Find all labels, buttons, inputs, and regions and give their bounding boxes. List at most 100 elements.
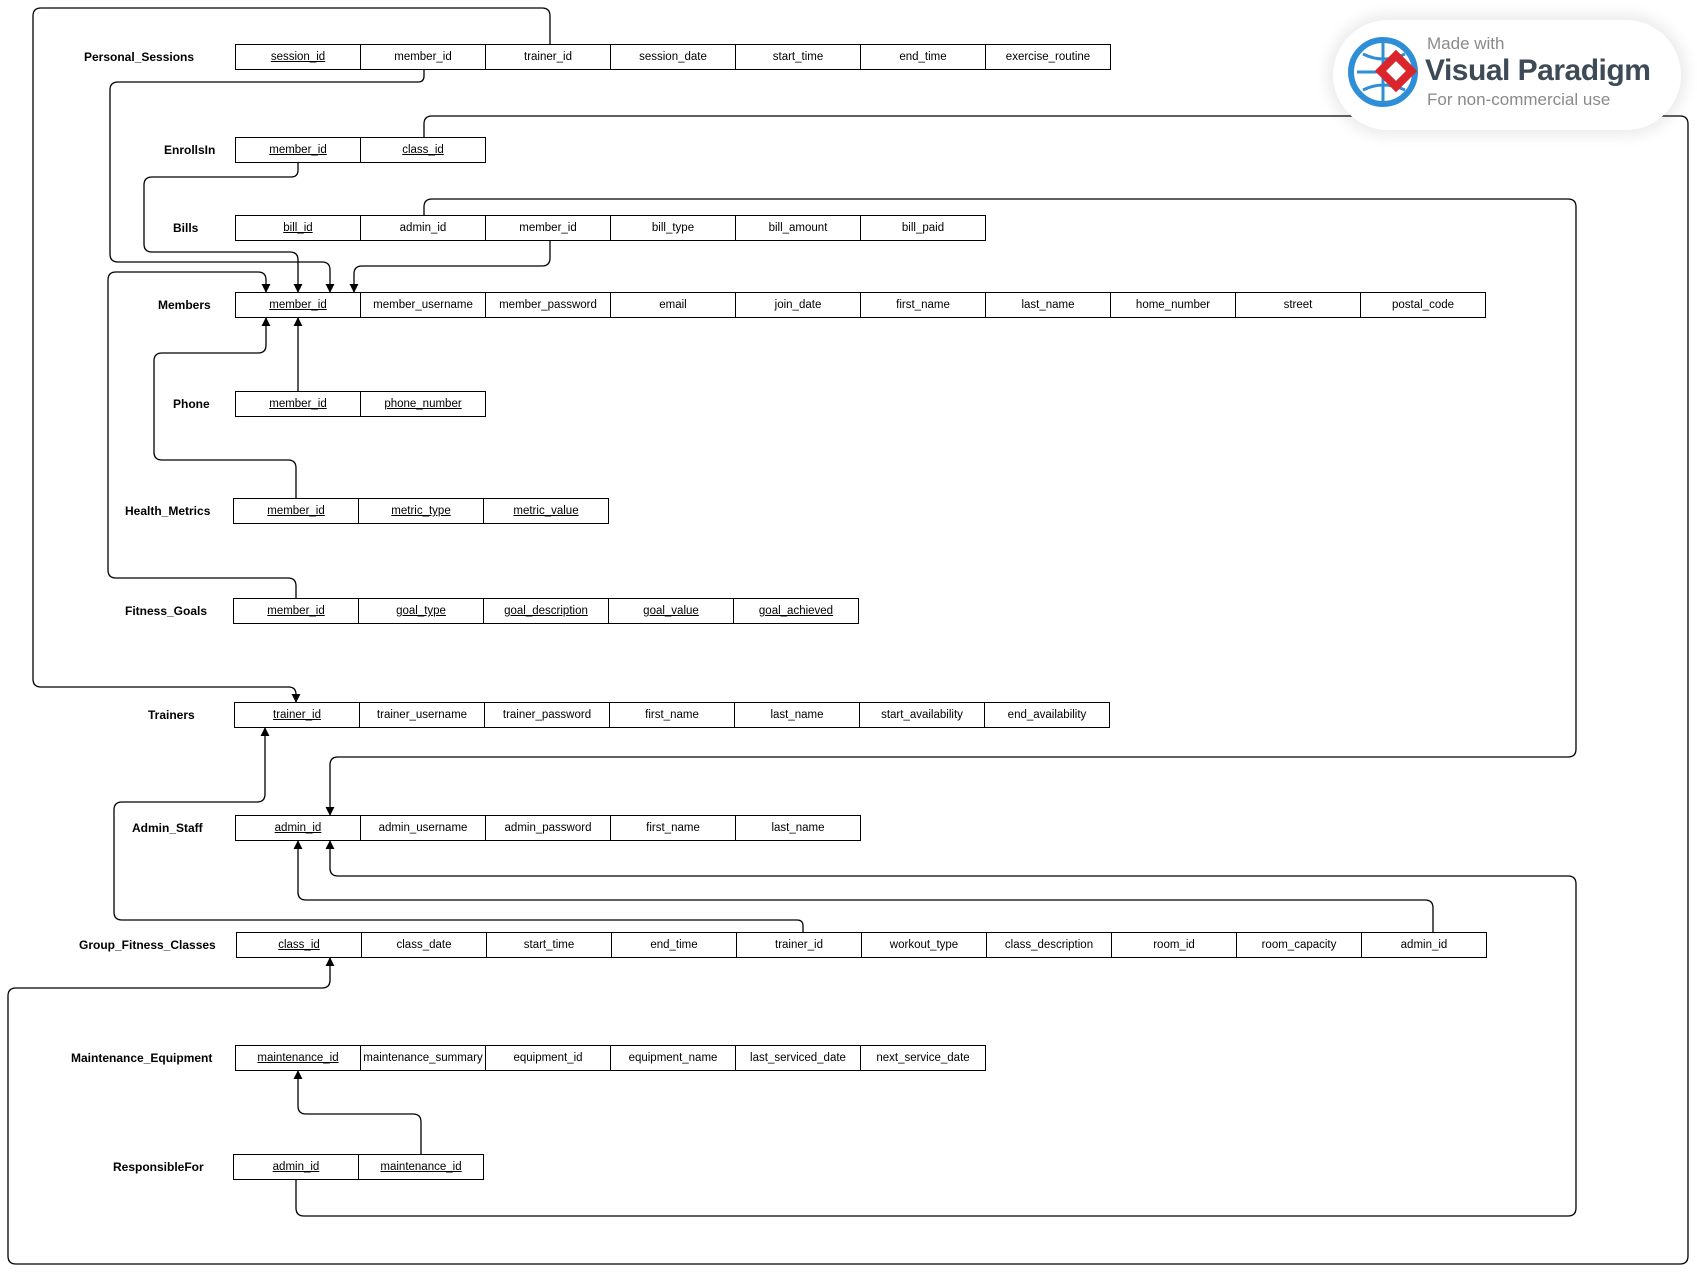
column-bills-bill-id: bill_id	[235, 215, 361, 241]
watermark-made-with: Made with	[1427, 34, 1505, 53]
column-group-fitness-classes-class-date: class_date	[361, 932, 487, 958]
column-members-home-number: home_number	[1110, 292, 1236, 318]
visual-paradigm-watermark: Made with Visual Paradigm For non-commer…	[1333, 20, 1681, 130]
column-trainers-end-availability: end_availability	[984, 702, 1110, 728]
column-trainers-start-availability: start_availability	[859, 702, 985, 728]
column-personal-sessions-end-time: end_time	[860, 44, 986, 70]
column-health-metrics-member-id: member_id	[233, 498, 359, 524]
column-fitness-goals-goal-type: goal_type	[358, 598, 484, 624]
column-group-fitness-classes-workout-type: workout_type	[861, 932, 987, 958]
column-maintenance-equipment-next-service-date: next_service_date	[860, 1045, 986, 1071]
table-label-fitness-goals: Fitness_Goals	[125, 604, 208, 618]
column-maintenance-equipment-maintenance-summary: maintenance_summary	[360, 1045, 486, 1071]
visual-paradigm-logo-icon	[1348, 37, 1418, 107]
line-sessions-member	[109, 70, 425, 293]
table-label-maintenance-equipment: Maintenance_Equipment	[71, 1051, 213, 1065]
table-label-health-metrics: Health_Metrics	[125, 504, 211, 518]
column-maintenance-equipment-maintenance-id: maintenance_id	[235, 1045, 361, 1071]
column-enrollsin-member-id: member_id	[235, 137, 361, 163]
column-group-fitness-classes-class-id: class_id	[236, 932, 362, 958]
column-trainers-trainer-username: trainer_username	[359, 702, 485, 728]
line-health-member	[153, 317, 297, 498]
column-bills-member-id: member_id	[485, 215, 611, 241]
column-trainers-first-name: first_name	[609, 702, 735, 728]
column-admin-staff-first-name: first_name	[610, 815, 736, 841]
line-class-trainer	[113, 727, 804, 932]
column-group-fitness-classes-class-description: class_description	[986, 932, 1112, 958]
column-members-member-id: member_id	[235, 292, 361, 318]
column-group-fitness-classes-admin-id: admin_id	[1361, 932, 1487, 958]
column-group-fitness-classes-end-time: end_time	[611, 932, 737, 958]
column-personal-sessions-exercise-routine: exercise_routine	[985, 44, 1111, 70]
table-label-responsiblefor: ResponsibleFor	[113, 1160, 204, 1174]
column-admin-staff-admin-username: admin_username	[360, 815, 486, 841]
column-enrollsin-class-id: class_id	[360, 137, 486, 163]
line-class-admin	[293, 840, 1434, 932]
watermark-note: For non-commercial use	[1427, 90, 1611, 109]
line-bills-admin	[325, 198, 1577, 816]
column-admin-staff-admin-password: admin_password	[485, 815, 611, 841]
column-bills-bill-type: bill_type	[610, 215, 736, 241]
line-enrolls-member	[143, 163, 303, 293]
column-health-metrics-metric-value: metric_value	[483, 498, 609, 524]
column-personal-sessions-start-time: start_time	[735, 44, 861, 70]
line-bills-member	[349, 241, 551, 293]
column-bills-bill-amount: bill_amount	[735, 215, 861, 241]
column-group-fitness-classes-start-time: start_time	[486, 932, 612, 958]
line-responsible-admin	[295, 840, 1577, 1217]
column-maintenance-equipment-equipment-name: equipment_name	[610, 1045, 736, 1071]
column-fitness-goals-goal-value: goal_value	[608, 598, 734, 624]
column-phone-phone-number: phone_number	[360, 391, 486, 417]
table-label-members: Members	[158, 298, 211, 312]
column-personal-sessions-session-date: session_date	[610, 44, 736, 70]
column-admin-staff-last-name: last_name	[735, 815, 861, 841]
column-personal-sessions-member-id: member_id	[360, 44, 486, 70]
watermark-brand: Visual Paradigm	[1425, 54, 1651, 87]
column-phone-member-id: member_id	[235, 391, 361, 417]
table-label-phone: Phone	[173, 397, 210, 411]
column-maintenance-equipment-last-serviced-date: last_serviced_date	[735, 1045, 861, 1071]
line-responsible-maintenance	[293, 1070, 422, 1154]
table-label-bills: Bills	[173, 221, 199, 235]
column-members-first-name: first_name	[860, 292, 986, 318]
table-label-enrollsin: EnrollsIn	[164, 143, 216, 157]
column-trainers-last-name: last_name	[734, 702, 860, 728]
line-sessions-trainer	[32, 7, 551, 703]
column-personal-sessions-trainer-id: trainer_id	[485, 44, 611, 70]
column-members-email: email	[610, 292, 736, 318]
column-responsiblefor-admin-id: admin_id	[233, 1154, 359, 1180]
column-responsiblefor-maintenance-id: maintenance_id	[358, 1154, 484, 1180]
table-label-admin-staff: Admin_Staff	[132, 821, 203, 835]
column-fitness-goals-member-id: member_id	[233, 598, 359, 624]
column-health-metrics-metric-type: metric_type	[358, 498, 484, 524]
table-label-trainers: Trainers	[148, 708, 195, 722]
line-enrolls-class	[7, 115, 1689, 1265]
column-maintenance-equipment-equipment-id: equipment_id	[485, 1045, 611, 1071]
column-bills-bill-paid: bill_paid	[860, 215, 986, 241]
column-bills-admin-id: admin_id	[360, 215, 486, 241]
column-members-postal-code: postal_code	[1360, 292, 1486, 318]
column-members-member-username: member_username	[360, 292, 486, 318]
column-group-fitness-classes-room-capacity: room_capacity	[1236, 932, 1362, 958]
column-trainers-trainer-id: trainer_id	[234, 702, 360, 728]
column-members-street: street	[1235, 292, 1361, 318]
column-group-fitness-classes-room-id: room_id	[1111, 932, 1237, 958]
column-members-member-password: member_password	[485, 292, 611, 318]
column-group-fitness-classes-trainer-id: trainer_id	[736, 932, 862, 958]
column-trainers-trainer-password: trainer_password	[484, 702, 610, 728]
column-admin-staff-admin-id: admin_id	[235, 815, 361, 841]
